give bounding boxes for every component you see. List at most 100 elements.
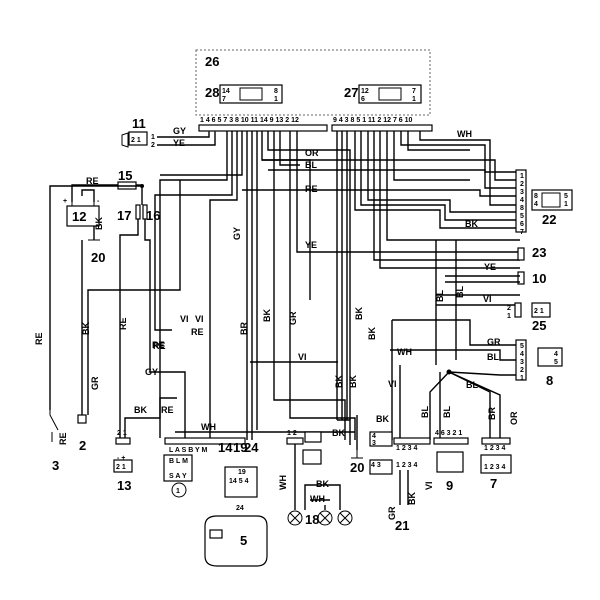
svg-text:WH: WH <box>457 129 472 139</box>
svg-text:3: 3 <box>372 440 376 447</box>
connector-27: 27 12 6 7 1 <box>344 84 422 104</box>
svg-text:BK: BK <box>348 375 358 388</box>
svg-text:1 2 3 4: 1 2 3 4 <box>484 464 506 471</box>
connector-28: 28 14 7 8 1 <box>205 84 283 104</box>
svg-text:VI: VI <box>483 294 492 304</box>
svg-text:23: 23 <box>532 245 546 260</box>
svg-text:BK: BK <box>262 309 272 322</box>
wire-gr-2 <box>87 180 181 415</box>
svg-text:BR: BR <box>239 322 249 335</box>
svg-text:12: 12 <box>72 209 86 224</box>
svg-text:YE: YE <box>305 240 317 250</box>
svg-text:BK: BK <box>465 219 478 229</box>
svg-text:BK: BK <box>134 405 147 415</box>
svg-text:BK: BK <box>334 375 344 388</box>
svg-text:BL: BL <box>442 406 452 418</box>
svg-text:7: 7 <box>490 476 497 491</box>
svg-text:BL: BL <box>487 352 499 362</box>
connector-19-strip: L A S B Y M 14 19 24 <box>164 437 259 455</box>
svg-text:4: 4 <box>534 201 538 208</box>
svg-text:BK: BK <box>332 428 345 438</box>
svg-text:7: 7 <box>412 88 416 95</box>
svg-text:5: 5 <box>564 193 568 200</box>
svg-text:1 2 3 4: 1 2 3 4 <box>484 445 506 452</box>
svg-text:9: 9 <box>446 478 453 493</box>
svg-text:GR: GR <box>487 337 501 347</box>
svg-text:6: 6 <box>520 221 524 228</box>
component-12: 12 + - <box>63 198 100 227</box>
svg-text:4: 4 <box>520 351 524 358</box>
svg-text:BL: BL <box>435 290 445 302</box>
svg-text:10: 10 <box>532 271 546 286</box>
svg-text:S A Y: S A Y <box>169 473 187 480</box>
svg-text:27: 27 <box>344 85 358 100</box>
ground-20: 20 <box>350 450 364 475</box>
svg-text:2: 2 <box>151 142 155 149</box>
svg-text:3: 3 <box>52 458 59 473</box>
svg-text:RE: RE <box>161 405 174 415</box>
svg-text:2 1: 2 1 <box>117 430 127 437</box>
label-re-main: RE <box>34 332 44 345</box>
svg-text:4: 4 <box>372 433 376 440</box>
connector-8: 4 5 8 <box>537 347 563 388</box>
svg-text:2: 2 <box>520 181 524 188</box>
svg-text:VI: VI <box>195 314 204 324</box>
wire-re-battery <box>71 184 118 202</box>
svg-text:GR: GR <box>387 506 397 520</box>
svg-text:- +: - + <box>117 455 125 462</box>
svg-text:BL: BL <box>305 160 317 170</box>
svg-text:20: 20 <box>350 460 364 475</box>
svg-text:RE: RE <box>305 184 318 194</box>
ecu-outline <box>195 49 431 116</box>
svg-text:21: 21 <box>395 518 409 533</box>
svg-text:19: 19 <box>238 469 246 476</box>
svg-text:VI: VI <box>388 379 397 389</box>
svg-text:2 1: 2 1 <box>116 464 126 471</box>
svg-text:1: 1 <box>412 96 416 103</box>
component-3: RE 3 <box>49 410 68 473</box>
svg-text:3: 3 <box>520 189 524 196</box>
svg-text:28: 28 <box>205 85 219 100</box>
connector-7: 1 2 3 4 1 2 3 4 7 <box>480 437 512 491</box>
ecu-pin-strip-right: 9 4 3 8 5 1 11 2 12 7 6 10 <box>331 117 433 132</box>
svg-text:5: 5 <box>240 533 247 548</box>
svg-text:WH: WH <box>201 422 216 432</box>
svg-text:BL: BL <box>420 406 430 418</box>
svg-text:RE: RE <box>191 327 204 337</box>
svg-text:GR: GR <box>90 376 100 390</box>
svg-text:7: 7 <box>222 96 226 103</box>
svg-text:24: 24 <box>236 505 244 512</box>
svg-text:WH: WH <box>397 347 412 357</box>
connector-10: 10 <box>517 271 546 286</box>
svg-text:4 6 3 2 1: 4 6 3 2 1 <box>435 430 462 437</box>
svg-text:WH: WH <box>278 475 288 490</box>
label-ye-11: YE <box>173 138 185 148</box>
svg-text:BK: BK <box>407 492 417 505</box>
svg-text:1: 1 <box>274 96 278 103</box>
svg-text:22: 22 <box>542 212 556 227</box>
svg-text:2 1: 2 1 <box>131 137 141 144</box>
svg-text:15: 15 <box>118 168 132 183</box>
svg-text:GR: GR <box>288 311 298 325</box>
svg-text:L A S B Y M: L A S B Y M <box>169 447 208 454</box>
svg-text:4: 4 <box>520 197 524 204</box>
svg-text:BL: BL <box>455 286 465 298</box>
svg-text:BL: BL <box>466 380 478 390</box>
svg-text:1: 1 <box>176 488 180 495</box>
ecu-pin-strip-left: 1 4 6 5 7 3 8 10 11 14 9 13 2 12 <box>198 117 328 132</box>
label-20-ground: 20 <box>91 250 105 265</box>
svg-text:9 4 3 8 5 1 11 2 12 7 6 10: 9 4 3 8 5 1 11 2 12 7 6 10 <box>333 117 413 124</box>
svg-text:24: 24 <box>244 440 259 455</box>
svg-text:VI: VI <box>180 314 189 324</box>
component-2: 2 <box>77 414 87 453</box>
component-5: 5 <box>204 515 268 567</box>
svg-text:2: 2 <box>79 438 86 453</box>
label-17: 17 <box>117 208 131 223</box>
svg-text:1: 1 <box>151 134 155 141</box>
svg-text:-: - <box>97 198 100 205</box>
svg-text:OR: OR <box>305 148 319 158</box>
svg-text:2: 2 <box>520 367 524 374</box>
label-26: 26 <box>205 54 219 69</box>
svg-text:14 5 4: 14 5 4 <box>229 478 249 485</box>
svg-text:11: 11 <box>132 116 146 131</box>
